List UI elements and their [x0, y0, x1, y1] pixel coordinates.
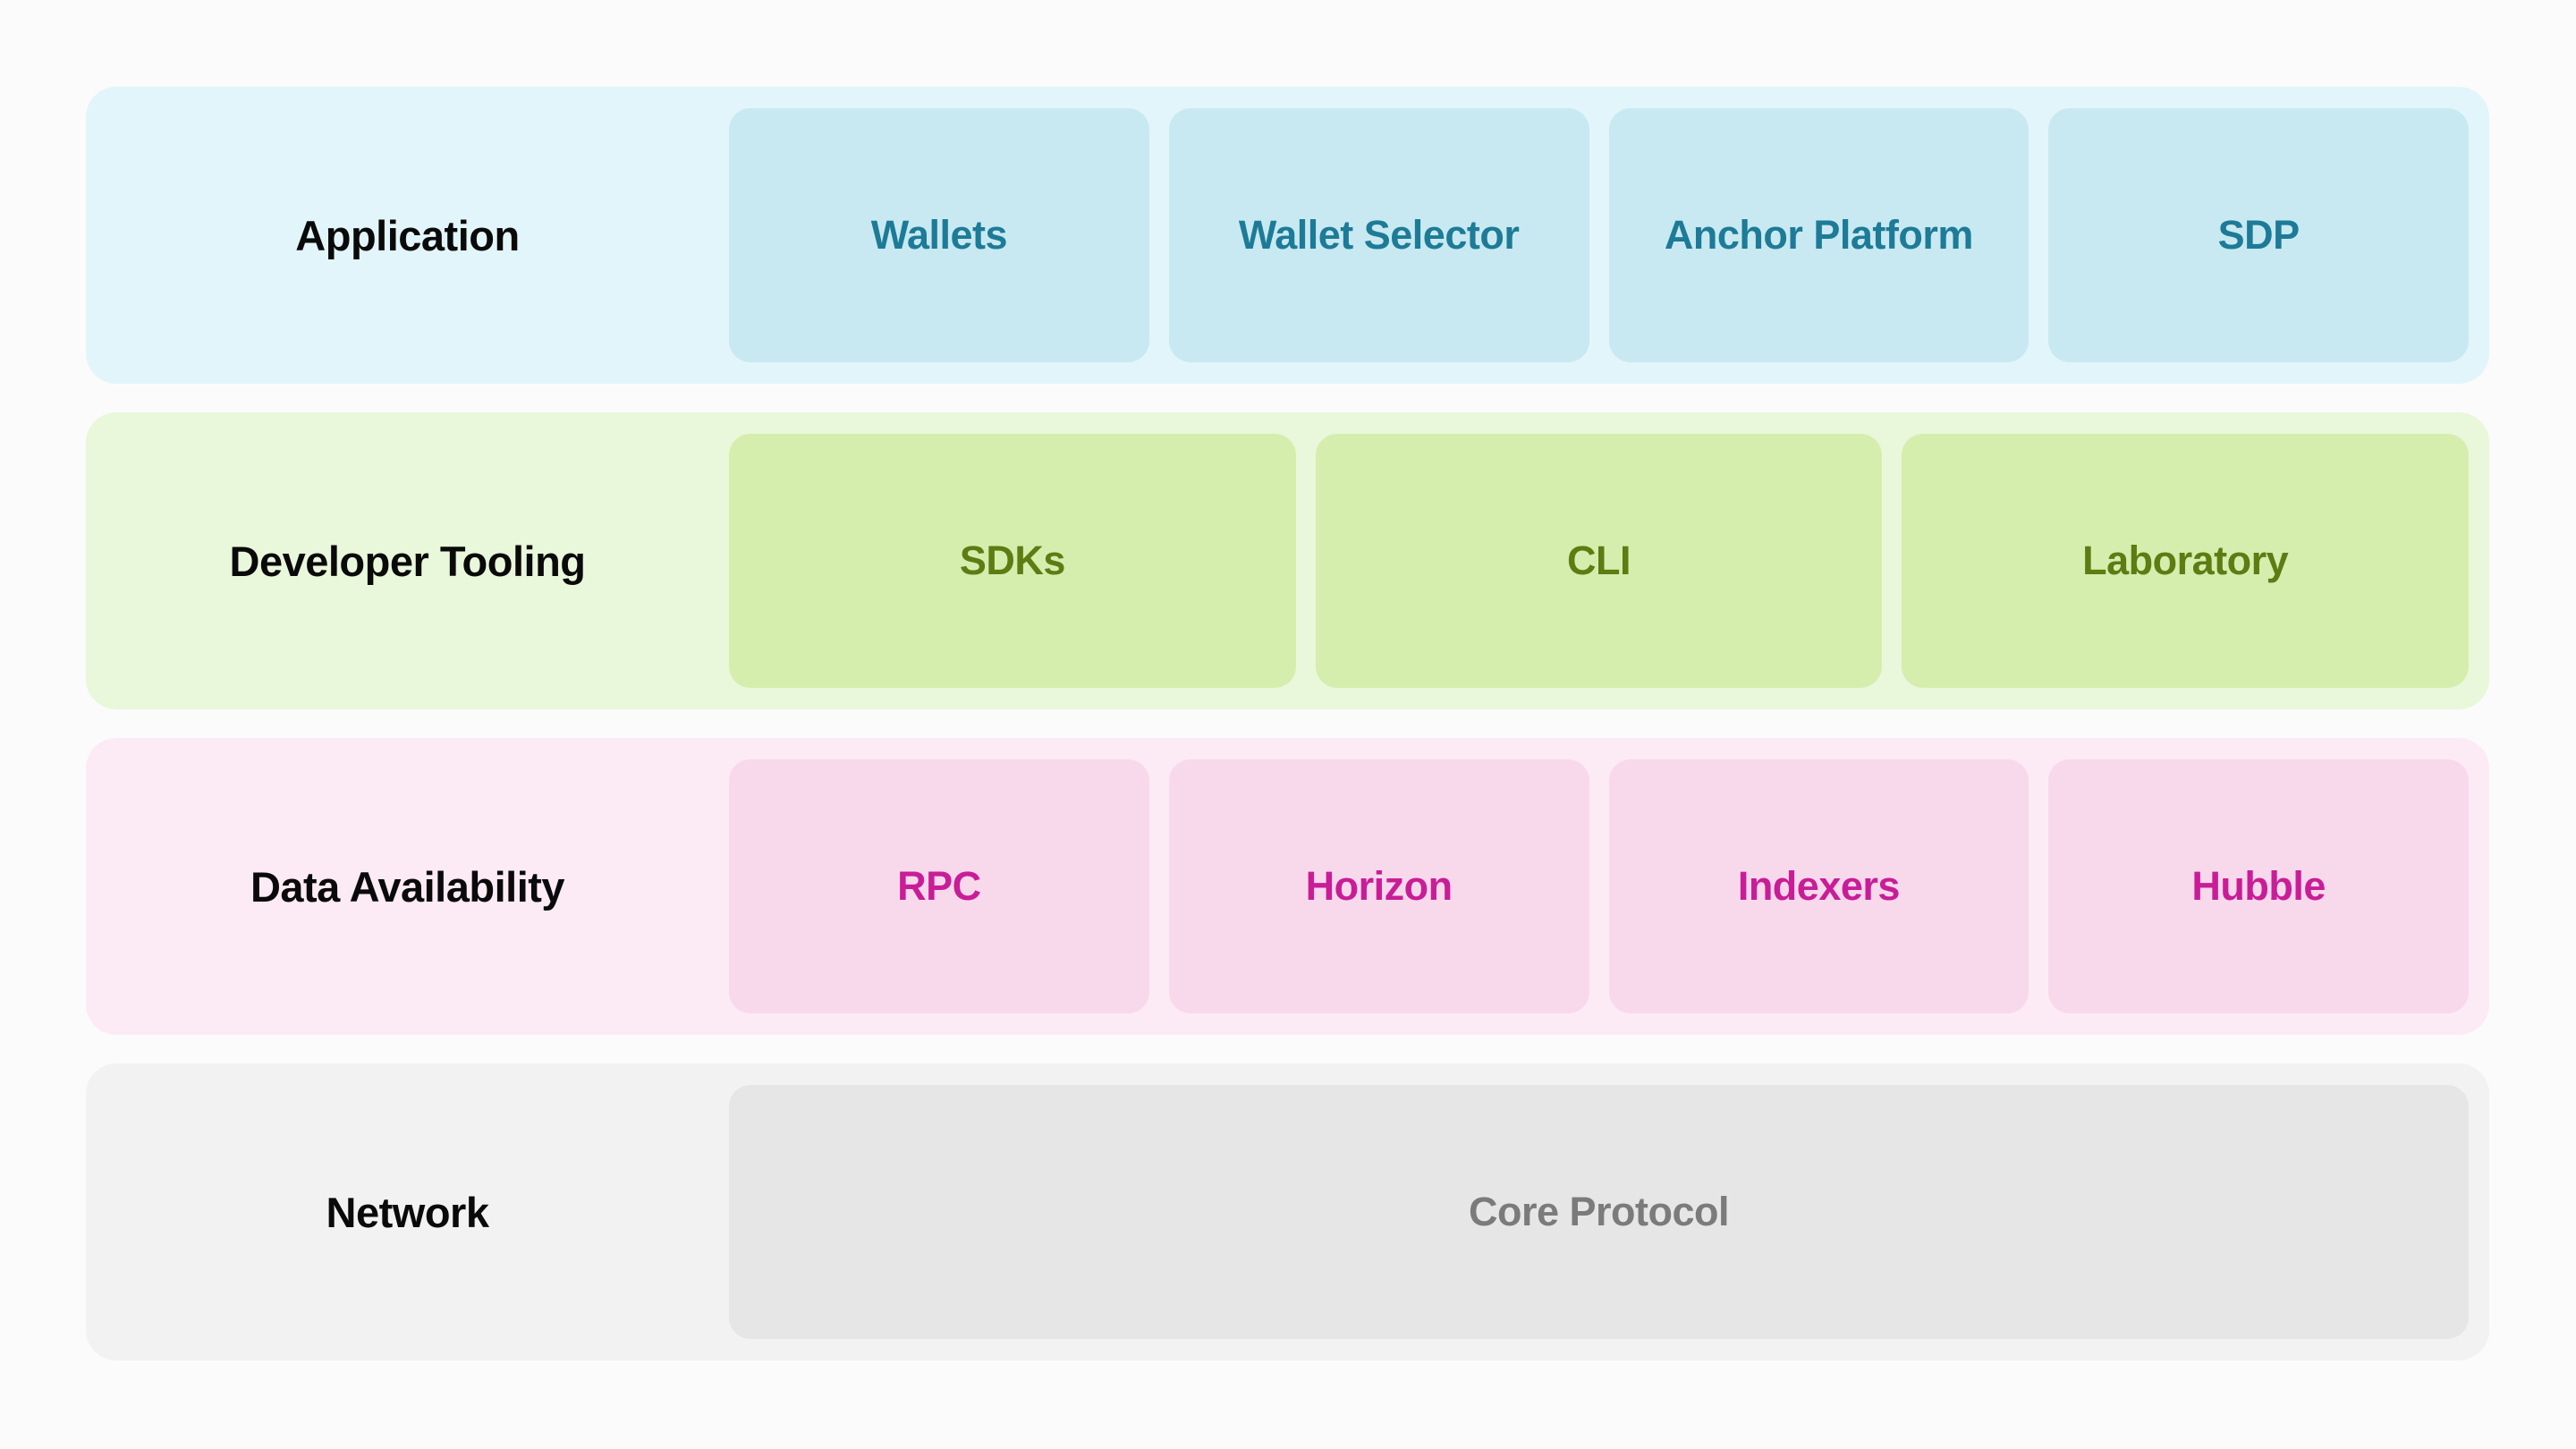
component-box-horizon: Horizon	[1168, 759, 1589, 1013]
component-box-core-protocol: Core Protocol	[729, 1085, 2469, 1339]
layer-label-application: Application	[295, 211, 520, 259]
layer-row-network: Network Core Protocol	[86, 1063, 2489, 1360]
layer-label-developer-tooling: Developer Tooling	[229, 537, 587, 585]
component-box-laboratory: Laboratory	[1902, 434, 2470, 688]
component-box-anchor-platform: Anchor Platform	[1608, 108, 2029, 362]
component-box-hubble: Hubble	[2048, 759, 2469, 1013]
component-box-sdks: SDKs	[729, 434, 1296, 688]
component-box-sdp: SDP	[2048, 108, 2469, 362]
component-box-cli: CLI	[1315, 434, 1883, 688]
layer-label-network: Network	[326, 1188, 489, 1236]
component-box-rpc: RPC	[729, 759, 1149, 1013]
layer-label-data-availability: Data Availability	[250, 862, 565, 911]
component-box-indexers: Indexers	[1608, 759, 2029, 1013]
layer-boxes: Core Protocol	[729, 1063, 2489, 1360]
component-box-wallets: Wallets	[729, 108, 1149, 362]
component-box-wallet-selector: Wallet Selector	[1168, 108, 1589, 362]
